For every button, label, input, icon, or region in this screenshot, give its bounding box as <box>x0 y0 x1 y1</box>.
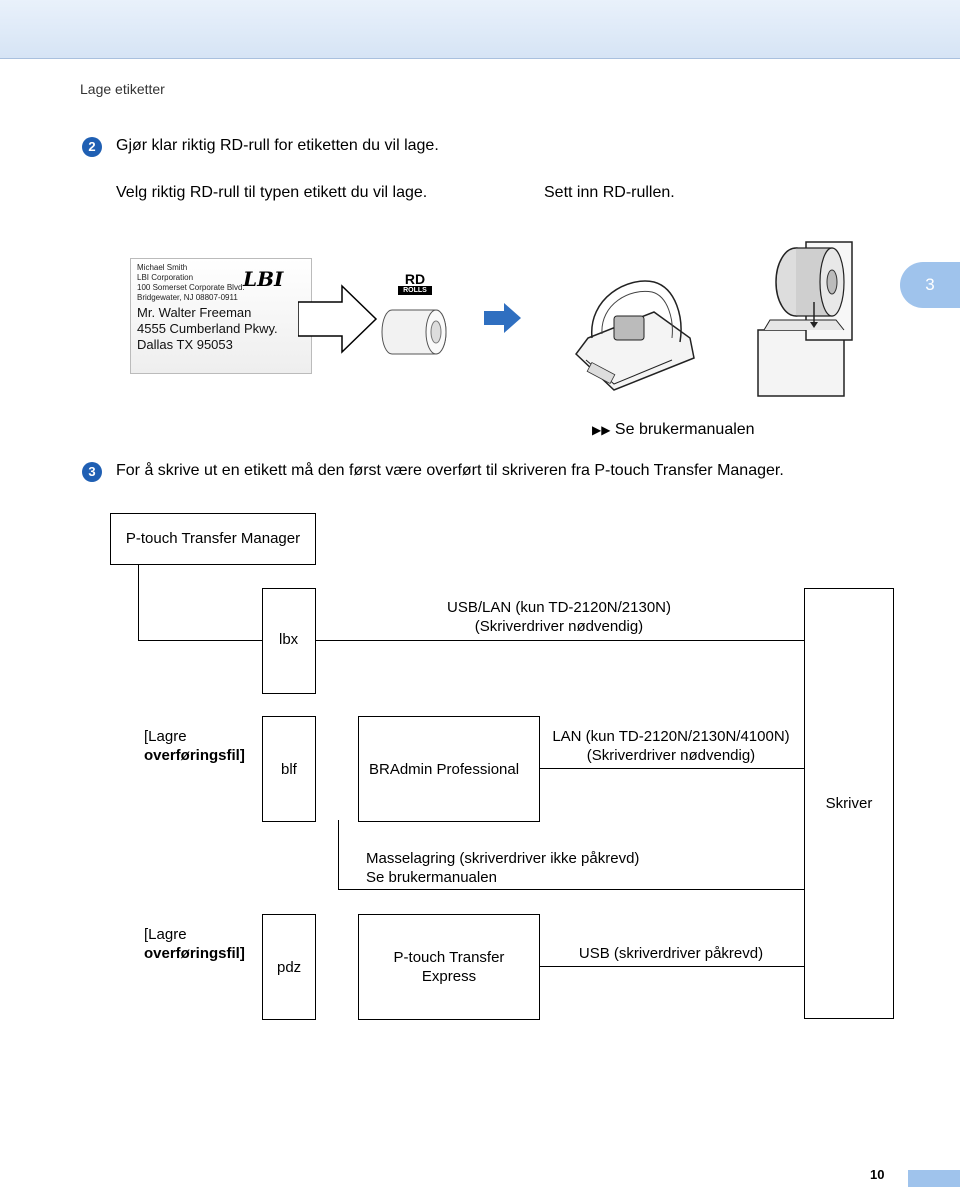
printer-box: Skriver <box>804 588 894 1019</box>
save-transfer-file-label-2: [Lagre overføringsfil] <box>144 926 245 962</box>
mass-storage-label: Masselagring (skriverdriver ikke påkrevd… <box>366 850 640 886</box>
pdz-label: pdz <box>277 959 302 976</box>
printer-closed-illustration <box>574 280 695 391</box>
step-2-text: Gjør klar riktig RD-rull for etiketten d… <box>116 137 439 154</box>
ptouch-transfer-manager-box: P-touch Transfer Manager <box>110 513 316 565</box>
connector-line <box>338 820 339 890</box>
connector-line <box>138 640 804 641</box>
save-transfer-file-label: [Lagre overføringsfil] <box>144 728 245 764</box>
bradmin-professional-box: BRAdmin Professional <box>358 716 540 822</box>
connector-line <box>538 768 804 769</box>
rd-roll-icon <box>381 309 447 355</box>
printer-open-illustration <box>757 241 853 397</box>
step-2-caption-left: Velg riktig RD-rull til typen etikett du… <box>116 184 428 201</box>
label-sample-image: Michael Smith LBI Corporation 100 Somers… <box>130 258 312 374</box>
label-sender-address: Michael Smith LBI Corporation 100 Somers… <box>137 263 245 302</box>
step-2-caption-right: Sett inn RD-rullen. <box>544 184 675 201</box>
connector-line <box>538 966 804 967</box>
usb-lan-connection-label: USB/LAN (kun TD-2120N/2130N) (Skriverdri… <box>447 599 671 635</box>
outline-arrow-icon <box>298 284 378 354</box>
label-logo: LBI <box>243 267 284 291</box>
double-arrow-icon: ▶▶ <box>592 423 611 437</box>
page-tab <box>908 1170 960 1187</box>
section-title: Lage etiketter <box>80 81 165 97</box>
blue-arrow-icon <box>484 303 521 333</box>
page-number: 10 <box>870 1167 885 1182</box>
printer-label: Skriver <box>825 795 873 812</box>
ptouch-transfer-express-box: P-touch Transfer Express <box>358 914 540 1020</box>
chapter-tab[interactable]: 3 <box>900 262 960 308</box>
pdz-file-box: pdz <box>262 914 316 1020</box>
step-2-badge: 2 <box>82 137 102 157</box>
lbx-file-box: lbx <box>262 588 316 694</box>
lbx-label: lbx <box>279 631 299 648</box>
reference-note[interactable]: ▶▶ Se brukermanualen <box>592 421 755 439</box>
reference-text: Se brukermanualen <box>614 421 755 438</box>
label-recipient-address: Mr. Walter Freeman 4555 Cumberland Pkwy.… <box>137 305 278 352</box>
connector-line <box>138 563 139 641</box>
lan-connection-label: LAN (kun TD-2120N/2130N/4100N) (Skriverd… <box>552 728 790 764</box>
rd-rolls-logo: RD ROLLS <box>398 272 432 295</box>
blf-file-box: blf <box>262 716 316 822</box>
usb-connection-label: USB (skriverdriver påkrevd) <box>578 945 764 962</box>
step-3-badge: 3 <box>82 462 102 482</box>
top-band <box>0 0 960 59</box>
connector-line <box>338 889 804 890</box>
blf-label: blf <box>281 761 297 778</box>
bradmin-label: BRAdmin Professional <box>369 761 520 778</box>
step-3-text: For å skrive ut en etikett må den først … <box>116 462 784 479</box>
